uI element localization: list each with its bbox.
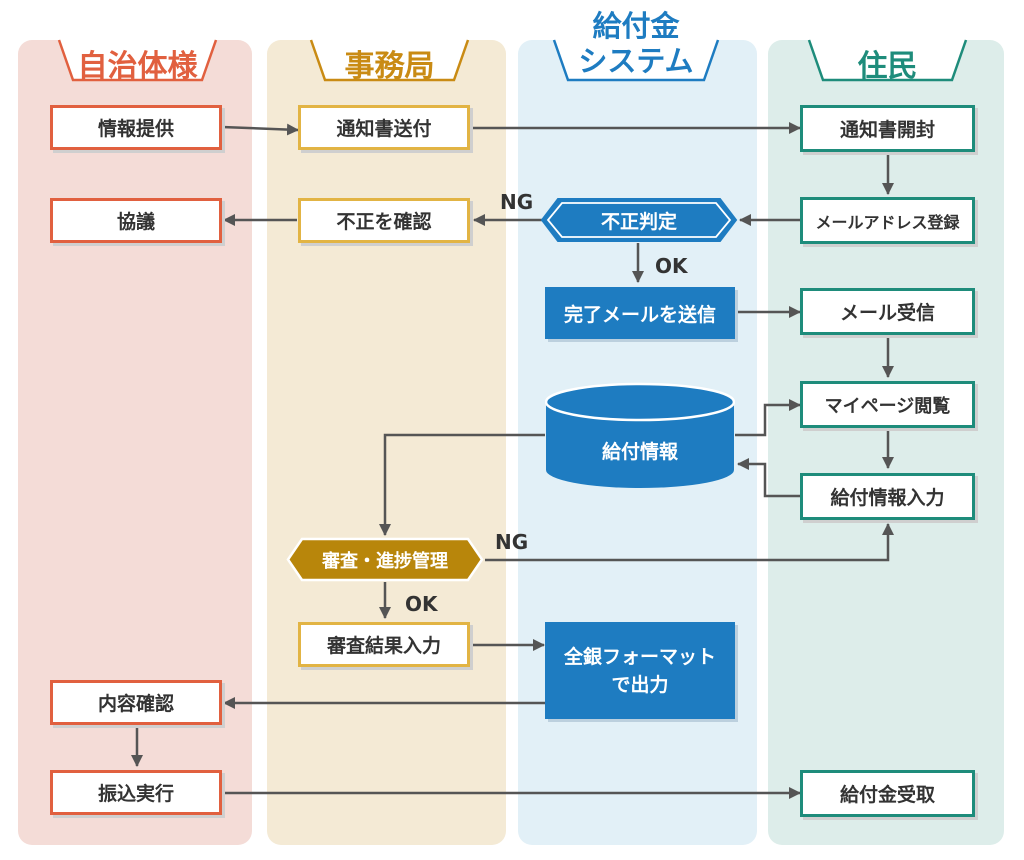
node-discuss: 協議 — [50, 198, 222, 243]
node-review-manage: 審査・進捗管理 — [286, 537, 484, 582]
lane-title-line1: 給付金 — [592, 9, 680, 43]
lane-header-secretariat: 事務局 — [307, 36, 472, 84]
flag-fraud-ng: NG — [500, 190, 534, 214]
node-review-result-input: 審査結果入力 — [298, 622, 470, 667]
lane-title: 自治体様 — [77, 49, 198, 84]
node-info-provide: 情報提供 — [50, 105, 222, 150]
lane-header-resident: 住民 — [805, 36, 970, 84]
node-review-manage-label: 審査・進捗管理 — [322, 550, 448, 572]
node-fraud-confirm: 不正を確認 — [298, 198, 470, 243]
lane-title: 事務局 — [344, 49, 435, 84]
node-notice-send: 通知書送付 — [298, 105, 470, 150]
node-mypage-view: マイページ閲覧 — [800, 381, 975, 428]
node-benefit-info-db: 給付情報 — [545, 382, 735, 490]
node-transfer-exec: 振込実行 — [50, 770, 222, 815]
flag-review-ok: OK — [405, 592, 438, 616]
node-fraud-judge-label: 不正判定 — [600, 210, 677, 233]
lane-secretariat — [267, 40, 506, 845]
arrow-input-to-db — [737, 458, 800, 498]
node-benefit-info-input: 給付情報入力 — [800, 473, 975, 520]
arrow-db-to-review — [379, 433, 545, 536]
node-complete-mail-send: 完了メールを送信 — [545, 287, 735, 339]
lane-header-municipality: 自治体様 — [55, 36, 220, 84]
node-mail-receive: メール受信 — [800, 288, 975, 335]
node-content-check: 内容確認 — [50, 680, 222, 725]
node-notice-open: 通知書開封 — [800, 105, 975, 152]
lane-header-benefit-system: 給付金 システム — [550, 9, 722, 84]
lane-title-line2: システム — [578, 44, 694, 78]
node-mail-register: メールアドレス登録 — [800, 197, 975, 244]
node-benefit-receive: 給付金受取 — [800, 770, 975, 817]
flag-review-ng: NG — [495, 530, 529, 554]
arrow-info-to-notice — [221, 123, 299, 136]
node-benefit-info-db-label: 給付情報 — [601, 440, 678, 463]
node-zengin-line2: で出力 — [611, 673, 669, 696]
lane-title: 住民 — [857, 49, 918, 84]
node-zengin-output: 全銀フォーマット で出力 — [545, 622, 735, 719]
lane-resident — [768, 40, 1004, 845]
node-zengin-line1: 全銀フォーマット — [563, 645, 716, 668]
flag-fraud-ok: OK — [655, 254, 688, 278]
arrow-db-to-mypage — [735, 399, 801, 437]
node-fraud-judge: 不正判定 — [540, 197, 738, 243]
arrow-review-ng-to-input — [485, 523, 894, 562]
